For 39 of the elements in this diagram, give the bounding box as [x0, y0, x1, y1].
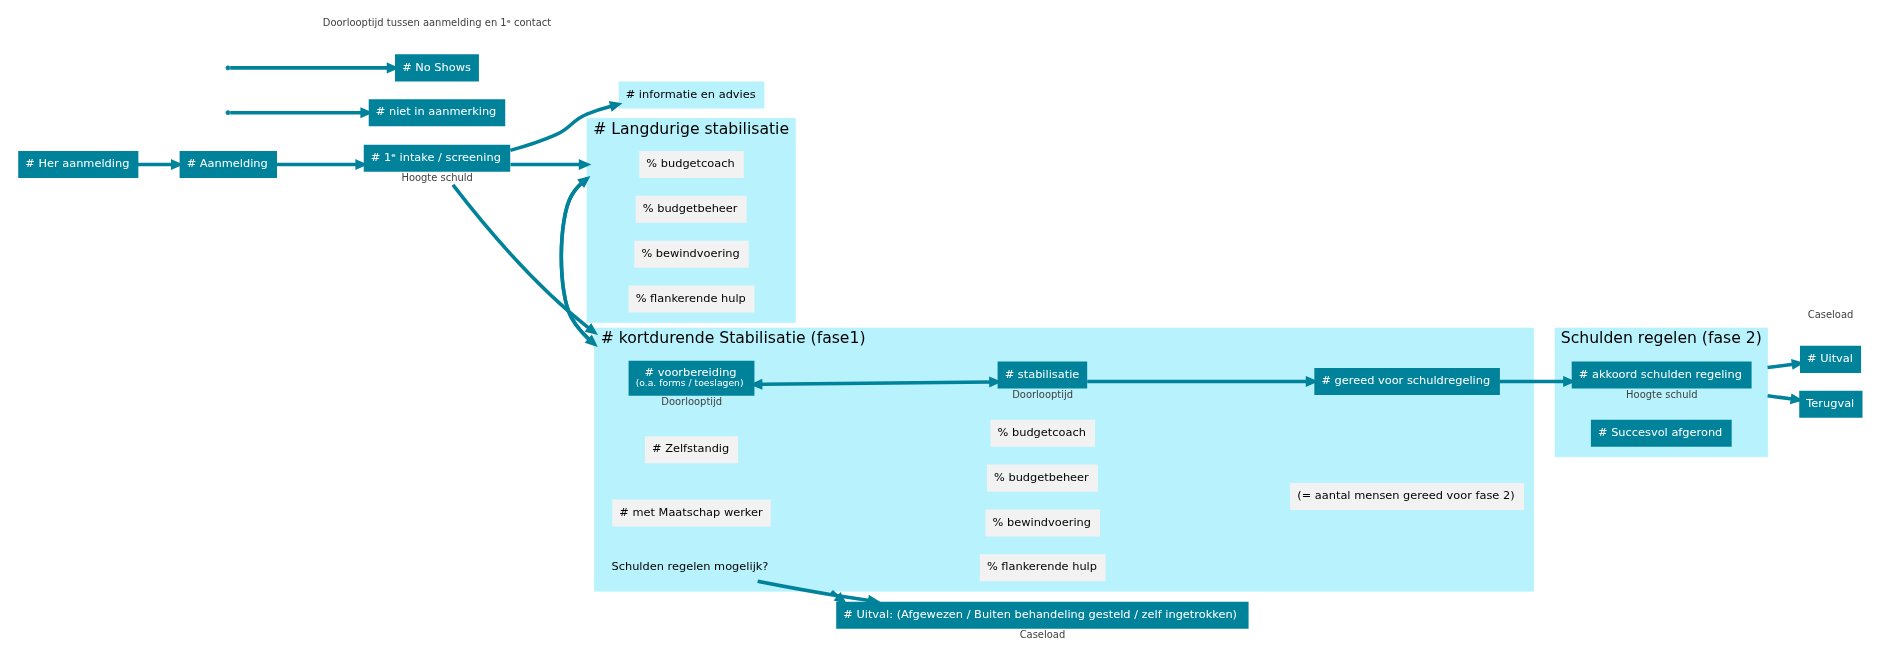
node-label: Hoogte schuld — [400, 172, 473, 184]
node-text: Schulden regelen mogelijk? — [611, 559, 768, 574]
node-box: # Succesvol afgerond — [1590, 419, 1732, 447]
node-box: % flankerende hulp — [979, 554, 1106, 582]
node-box: # akkoord schulden regeling — [1571, 361, 1752, 389]
arrow — [451, 183, 598, 336]
node-label: Doorlooptijd — [1011, 388, 1073, 400]
node-box: % budgetcoach — [990, 419, 1095, 447]
node-box: # niet in aanmerking — [368, 99, 505, 127]
arrow — [1766, 393, 1803, 405]
arrow — [509, 101, 622, 153]
node-label: Doorlooptijd — [660, 396, 722, 408]
node-box: # Her aanmelding — [17, 151, 138, 179]
node-box: # voorbereiding (o.a. forms / toeslagen) — [628, 360, 754, 396]
node-box: # stabilisatie — [997, 361, 1087, 389]
node-box: # informatie en advies — [618, 81, 764, 109]
node-box: # Uitval: (Afgewezen / Buiten behandeling gesteld / zelf ingetrokken) — [835, 601, 1249, 629]
node-box: (= aantal mensen gereed voor fase 2) — [1289, 483, 1524, 511]
node-box: % budgetcoach — [638, 151, 744, 179]
node-box: % budgetbeheer — [635, 195, 747, 223]
node-box: # Uitval — [1799, 345, 1861, 373]
node-box: % budgetbeheer — [986, 464, 1098, 492]
node-label: Hoogte schuld — [1625, 388, 1698, 400]
node-box: # Aanmelding — [179, 151, 277, 179]
arrow — [229, 62, 399, 74]
label: Caseload — [1807, 308, 1853, 320]
label: Doorlooptijd tussen aanmelding en 1ᵉ contact — [322, 17, 551, 29]
node-box: Terugval — [1798, 390, 1862, 418]
arrow — [1086, 375, 1318, 387]
node-box: # met Maatschap werker — [611, 499, 771, 527]
node-box: # No Shows — [394, 54, 479, 82]
node-box: # 1ᵉ intake / screening — [363, 144, 510, 172]
arrow — [509, 159, 591, 171]
node-box: % bewindvoering — [985, 509, 1100, 537]
node-box: # gereed voor schuldregeling — [1313, 367, 1500, 395]
node-box: # Zelfstandig — [644, 436, 738, 464]
node-label: Caseload — [1019, 629, 1065, 641]
node-box: % flankerende hulp — [628, 285, 754, 313]
node-box: % bewindvoering — [633, 240, 749, 268]
